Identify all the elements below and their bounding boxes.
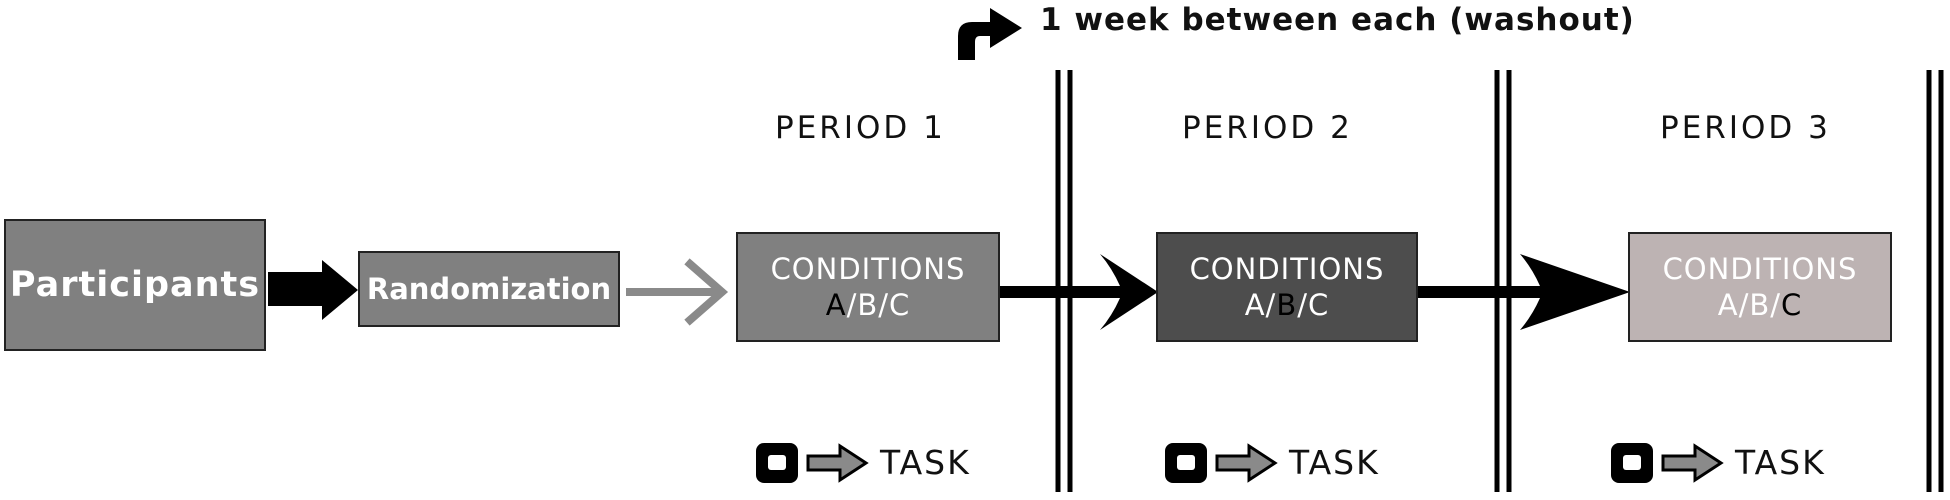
highlighted-condition: B: [1276, 288, 1298, 322]
arrow-period2-to-period3: [1418, 254, 1630, 330]
task-icon-period1: [756, 443, 869, 483]
task-icon-period3: [1611, 443, 1724, 483]
period1-label: PERIOD 1: [775, 110, 946, 146]
conditions-letters: A/B/C: [826, 288, 911, 322]
participants-label: Participants: [9, 265, 261, 305]
period1-task-label: TASK: [880, 443, 971, 482]
period3-task-label: TASK: [1735, 443, 1826, 482]
randomization-box: Randomization: [358, 251, 620, 327]
arrow-randomization-to-period1: [626, 258, 729, 326]
period2-conditions-box: CONDITIONS A/B/C: [1156, 232, 1418, 342]
conditions-title: CONDITIONS: [1662, 252, 1858, 286]
period1-conditions-box: CONDITIONS A/B/C: [736, 232, 1000, 342]
period3-label: PERIOD 3: [1660, 110, 1831, 146]
other-conditions: A/: [1244, 288, 1277, 322]
highlighted-condition: C: [1781, 288, 1803, 322]
participants-box: Participants: [4, 219, 266, 351]
conditions-letters: A/B/C: [1718, 288, 1803, 322]
period3-conditions-box: CONDITIONS A/B/C: [1628, 232, 1892, 342]
highlighted-condition: A: [825, 288, 847, 322]
arrow-period1-to-period2: [1000, 254, 1158, 330]
arrow-participants-to-randomization: [268, 260, 358, 320]
washout-separator-1: [1055, 70, 1073, 492]
period2-task-label: TASK: [1289, 443, 1380, 482]
conditions-title: CONDITIONS: [1189, 252, 1385, 286]
task-icon-period2: [1165, 443, 1278, 483]
other-conditions: /B/C: [846, 288, 911, 322]
washout-separator-2: [1494, 70, 1512, 492]
other-conditions: /C: [1297, 288, 1330, 322]
washout-separator-3: [1926, 70, 1944, 492]
washout-bent-arrow-icon: [958, 8, 1022, 60]
randomization-label: Randomization: [366, 272, 612, 306]
conditions-letters: A/B/C: [1245, 288, 1330, 322]
other-conditions: A/B/: [1717, 288, 1782, 322]
washout-note: 1 week between each (washout): [1040, 2, 1635, 38]
conditions-title: CONDITIONS: [770, 252, 966, 286]
period2-label: PERIOD 2: [1182, 110, 1353, 146]
